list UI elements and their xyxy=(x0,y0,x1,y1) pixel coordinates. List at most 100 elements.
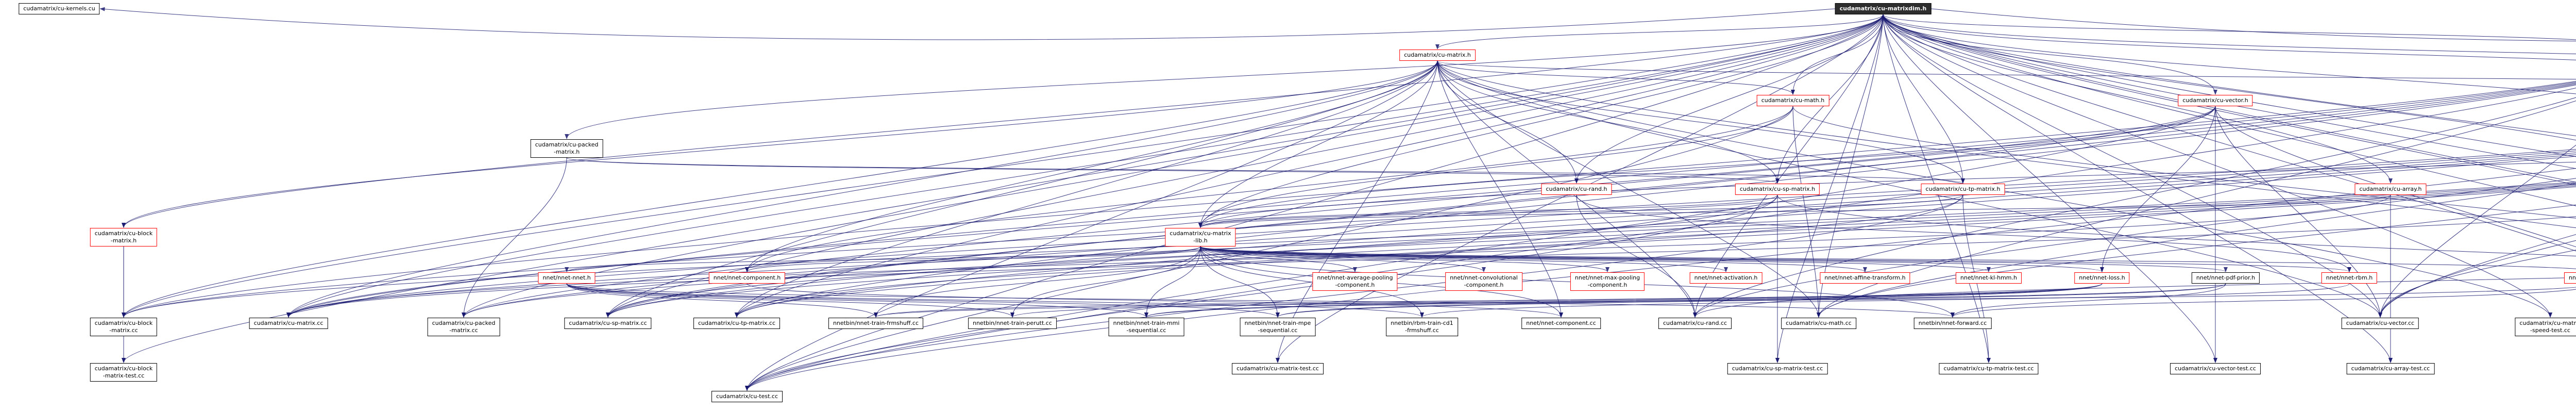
include-edge xyxy=(745,106,2216,391)
node-nnet-nnet-h[interactable]: nnet/nnet-nnet.h xyxy=(538,272,596,284)
include-edge xyxy=(565,246,1201,272)
node-nnet-loss-h[interactable]: nnet/nnet-loss.h xyxy=(2074,272,2130,284)
node-label: cudamatrix/cu-packed -matrix.h xyxy=(535,141,599,155)
include-edge xyxy=(747,283,1563,318)
include-edge xyxy=(1693,14,1884,318)
node-nnet-rbm-h[interactable]: nnet/nnet-rbm.h xyxy=(2321,272,2378,284)
node-nnet-component-cc[interactable]: nnet/nnet-component.cc xyxy=(1521,318,1601,329)
node-cu-block-matrix-cc[interactable]: cudamatrix/cu-block -matrix.cc xyxy=(90,318,158,336)
node-nnet-convolutional-component-h[interactable]: nnet/nnet-convolutional -component.h xyxy=(1445,272,1522,291)
node-nnet-train-perutt-cc[interactable]: nnetbin/nnet-train-perutt.cc xyxy=(968,318,1057,329)
node-label: nnet/nnet-affine-transform.h xyxy=(1824,274,1906,281)
node-cu-array-h[interactable]: cudamatrix/cu-array.h xyxy=(2354,184,2427,195)
node-cu-packed-matrix-cc[interactable]: cudamatrix/cu-packed -matrix.cc xyxy=(427,318,500,336)
node-label: cudamatrix/cu-block -matrix.cc xyxy=(94,320,153,334)
node-rbm-train-cd1-frmshuff-cc[interactable]: nnetbin/rbm-train-cd1 -frmshuff.cc xyxy=(1386,318,1458,336)
node-nnet-max-pooling-component-h[interactable]: nnet/nnet-max-pooling -component.h xyxy=(1570,272,1645,291)
node-cu-matrixdim-h[interactable]: cudamatrix/cu-matrixdim.h xyxy=(1835,3,1931,14)
node-cu-vector-cc[interactable]: cudamatrix/cu-vector.cc xyxy=(2341,318,2419,329)
include-edge xyxy=(1951,283,2226,318)
node-cu-packed-matrix-h[interactable]: cudamatrix/cu-packed -matrix.h xyxy=(530,139,603,158)
node-cu-math-cc[interactable]: cudamatrix/cu-math.cc xyxy=(1781,318,1856,329)
node-cu-block-matrix-h[interactable]: cudamatrix/cu-block -matrix.h xyxy=(90,228,158,246)
include-edge xyxy=(566,283,878,318)
include-edge xyxy=(745,106,1793,272)
node-cu-tp-matrix-test-cc[interactable]: cudamatrix/cu-tp-matrix-test.cc xyxy=(1939,363,2039,374)
node-label: nnetbin/rbm-train-cd1 -frmshuff.cc xyxy=(1391,320,1453,334)
include-edge xyxy=(122,60,1438,318)
node-cu-matrix-speed-test-cc[interactable]: cudamatrix/cu-matrix -speed-test.cc xyxy=(2515,318,2576,336)
include-edge xyxy=(874,283,2103,318)
node-nnet-train-frmshuff-cc[interactable]: nnetbin/nnet-train-frmshuff.cc xyxy=(828,318,924,329)
include-edge xyxy=(1144,283,2226,318)
node-cu-vector-test-cc[interactable]: cudamatrix/cu-vector-test.cc xyxy=(2170,363,2261,374)
node-label: nnetbin/nnet-forward.cc xyxy=(1918,320,1987,326)
include-edge xyxy=(286,14,1884,318)
node-nnet-affine-transform-h[interactable]: nnet/nnet-affine-transform.h xyxy=(1820,272,1910,284)
include-edge xyxy=(462,157,567,318)
node-cu-math-h[interactable]: cudamatrix/cu-math.h xyxy=(1756,95,1829,106)
include-edge xyxy=(1883,14,2576,60)
node-cu-sp-matrix-test-cc[interactable]: cudamatrix/cu-sp-matrix-test.cc xyxy=(1727,363,1828,374)
node-label: nnet/nnet-convolutional -component.h xyxy=(1450,274,1518,288)
include-edge xyxy=(1576,194,1697,318)
node-cu-array-test-cc[interactable]: cudamatrix/cu-array-test.cc xyxy=(2346,363,2435,374)
include-edge xyxy=(1883,14,2576,169)
node-cu-tp-matrix-h[interactable]: cudamatrix/cu-tp-matrix.h xyxy=(1921,184,2005,195)
node-cu-test-cc[interactable]: cudamatrix/cu-test.cc xyxy=(711,391,783,402)
node-cu-vector-h[interactable]: cudamatrix/cu-vector.h xyxy=(2178,95,2253,106)
include-edge xyxy=(874,246,1201,318)
node-cu-matrix-lib-h[interactable]: cudamatrix/cu-matrix -lib.h xyxy=(1165,228,1236,246)
node-cu-kernels-cu[interactable]: cudamatrix/cu-kernels.cu xyxy=(19,3,100,14)
node-nnet-train-mmi-sequential-cc[interactable]: nnetbin/nnet-train-mmi -sequential.cc xyxy=(1108,318,1184,336)
node-label: cudamatrix/cu-math.cc xyxy=(1786,320,1852,326)
include-edge xyxy=(286,106,2216,318)
node-nnet-component-h[interactable]: nnet/nnet-component.h xyxy=(708,272,786,284)
node-nnet-average-pooling-component-h[interactable]: nnet/nnet-average-pooling -component.h xyxy=(1312,272,1398,291)
include-edge xyxy=(1437,60,1965,184)
node-label: cudamatrix/cu-sp-matrix-test.cc xyxy=(1732,365,1823,372)
include-edge xyxy=(1693,97,2576,318)
node-label: nnetbin/nnet-train-mmi -sequential.cc xyxy=(1113,320,1180,334)
include-edge xyxy=(1574,14,1884,184)
node-nnet-activation-h[interactable]: nnet/nnet-activation.h xyxy=(1689,272,1762,284)
include-edge xyxy=(1144,246,1201,318)
node-cu-matrix-test-cc[interactable]: cudamatrix/cu-matrix-test.cc xyxy=(1232,363,1324,374)
node-label: cudamatrix/cu-matrixdim.h xyxy=(1839,5,1927,12)
node-cu-tp-matrix-cc[interactable]: cudamatrix/cu-tp-matrix.cc xyxy=(693,318,781,329)
node-nnet-train-mpe-sequential-cc[interactable]: nnetbin/nnet-train-mpe -sequential.cc xyxy=(1240,318,1316,336)
include-edge xyxy=(1883,14,2576,183)
include-edge xyxy=(1883,14,2576,206)
node-nnet-various-h[interactable]: nnet/nnet-various.h xyxy=(2564,272,2576,284)
include-edge xyxy=(735,194,1963,318)
include-edge xyxy=(122,149,2576,318)
include-edge xyxy=(1817,204,2576,318)
include-edge xyxy=(286,194,2391,318)
node-cu-matrix-h[interactable]: cudamatrix/cu-matrix.h xyxy=(1399,50,1476,61)
include-edge xyxy=(874,287,2576,318)
include-edge xyxy=(1693,178,2576,318)
node-label: cudamatrix/cu-test.cc xyxy=(716,393,778,400)
include-edge xyxy=(1198,60,1438,228)
include-edge xyxy=(1883,14,2217,95)
node-cu-sp-matrix-cc[interactable]: cudamatrix/cu-sp-matrix.cc xyxy=(564,318,652,329)
node-label: nnet/nnet-activation.h xyxy=(1694,274,1758,281)
node-label: nnet/nnet-various.h xyxy=(2568,274,2576,281)
node-cu-rand-cc[interactable]: cudamatrix/cu-rand.cc xyxy=(1658,318,1732,329)
node-label: nnet/nnet-kl-hmm.h xyxy=(1960,274,2017,281)
include-edge xyxy=(1576,194,2351,272)
node-label: cudamatrix/cu-matrix -lib.h xyxy=(1170,230,1231,244)
include-edge xyxy=(1437,60,2576,228)
include-edge xyxy=(1437,60,2576,80)
node-nnet-forward-cc[interactable]: nnetbin/nnet-forward.cc xyxy=(1913,318,1992,329)
node-cu-rand-h[interactable]: cudamatrix/cu-rand.h xyxy=(1541,184,1612,195)
include-edge xyxy=(566,157,1780,184)
node-nnet-pdf-prior-h[interactable]: nnet/nnet-pdf-prior.h xyxy=(2191,272,2260,284)
node-cu-block-matrix-test-cc[interactable]: cudamatrix/cu-block -matrix-test.cc xyxy=(90,363,158,382)
node-cu-matrix-cc[interactable]: cudamatrix/cu-matrix.cc xyxy=(249,318,328,329)
include-edge xyxy=(2378,144,2576,318)
node-label: cudamatrix/cu-rand.h xyxy=(1546,186,1607,192)
node-cu-sp-matrix-h[interactable]: cudamatrix/cu-sp-matrix.h xyxy=(1735,184,1820,195)
node-nnet-kl-hmm-h[interactable]: nnet/nnet-kl-hmm.h xyxy=(1956,272,2022,284)
